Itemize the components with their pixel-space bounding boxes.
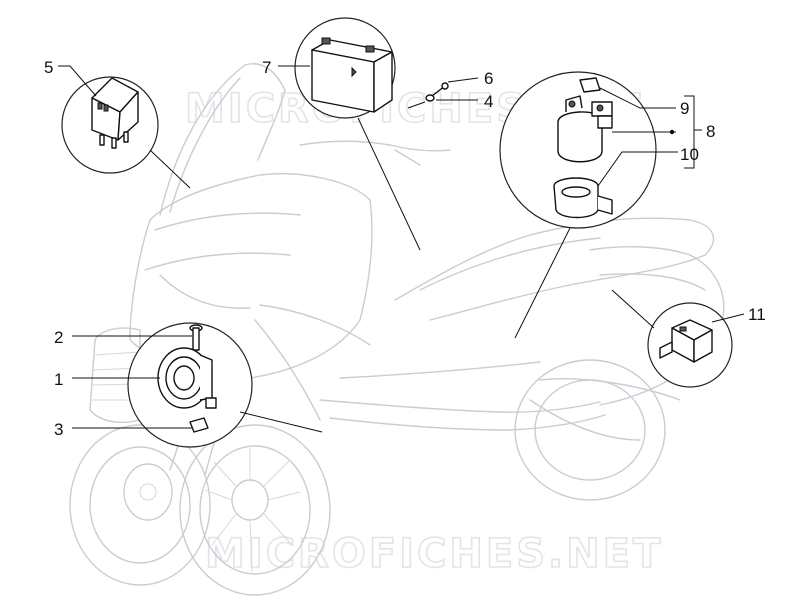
callout-5: 5 [44, 58, 53, 77]
switch-pointer [611, 289, 655, 329]
callout-8: 8 [706, 122, 715, 141]
callout-9-leader [599, 87, 676, 109]
callout-6-leader [447, 77, 479, 83]
horn-part-group: 2 1 3 [54, 322, 323, 448]
battery-part-group: 7 [262, 17, 421, 251]
callout-11: 11 [748, 305, 766, 324]
callout-2: 2 [54, 328, 63, 347]
callout-6: 6 [484, 69, 493, 88]
callout-1: 1 [54, 370, 63, 389]
battery-icon [311, 37, 393, 113]
relay-pointer [149, 149, 191, 189]
clip-icon [189, 417, 209, 433]
watermark-bottom: MICROFICHES.NET [205, 531, 663, 577]
washer-icon [425, 94, 435, 102]
callout-9: 9 [680, 99, 689, 118]
callout-8-bracket [684, 95, 695, 169]
callout-10: 10 [680, 145, 699, 164]
horn-pointer [239, 411, 323, 433]
starter-solenoid-assembly-icon [557, 95, 613, 163]
screw-icon [431, 82, 449, 97]
callout-10-leader [597, 151, 678, 187]
battery-pointer [357, 117, 421, 251]
horn-icon [157, 347, 217, 409]
fastener-part-group: 6 4 [407, 69, 493, 111]
switch-part-group: 11 [611, 289, 766, 388]
rubber-mount-icon [553, 177, 613, 219]
callout-7: 7 [262, 58, 271, 77]
solenoid-cap-icon [579, 77, 601, 93]
callout-11-leader [711, 313, 745, 323]
bolt-icon [189, 324, 203, 351]
relay-icon [91, 77, 139, 149]
solenoid-part-group: 9 8 10 [499, 71, 715, 339]
switch-icon [659, 319, 713, 363]
callout-4: 4 [484, 92, 493, 111]
relay-part-group: 5 [44, 58, 191, 189]
fastener-pointer [407, 101, 426, 109]
callout-3: 3 [54, 420, 63, 439]
callout-5-leader [58, 65, 97, 97]
solenoid-pointer [514, 227, 571, 339]
callout-8-dot [669, 129, 675, 135]
